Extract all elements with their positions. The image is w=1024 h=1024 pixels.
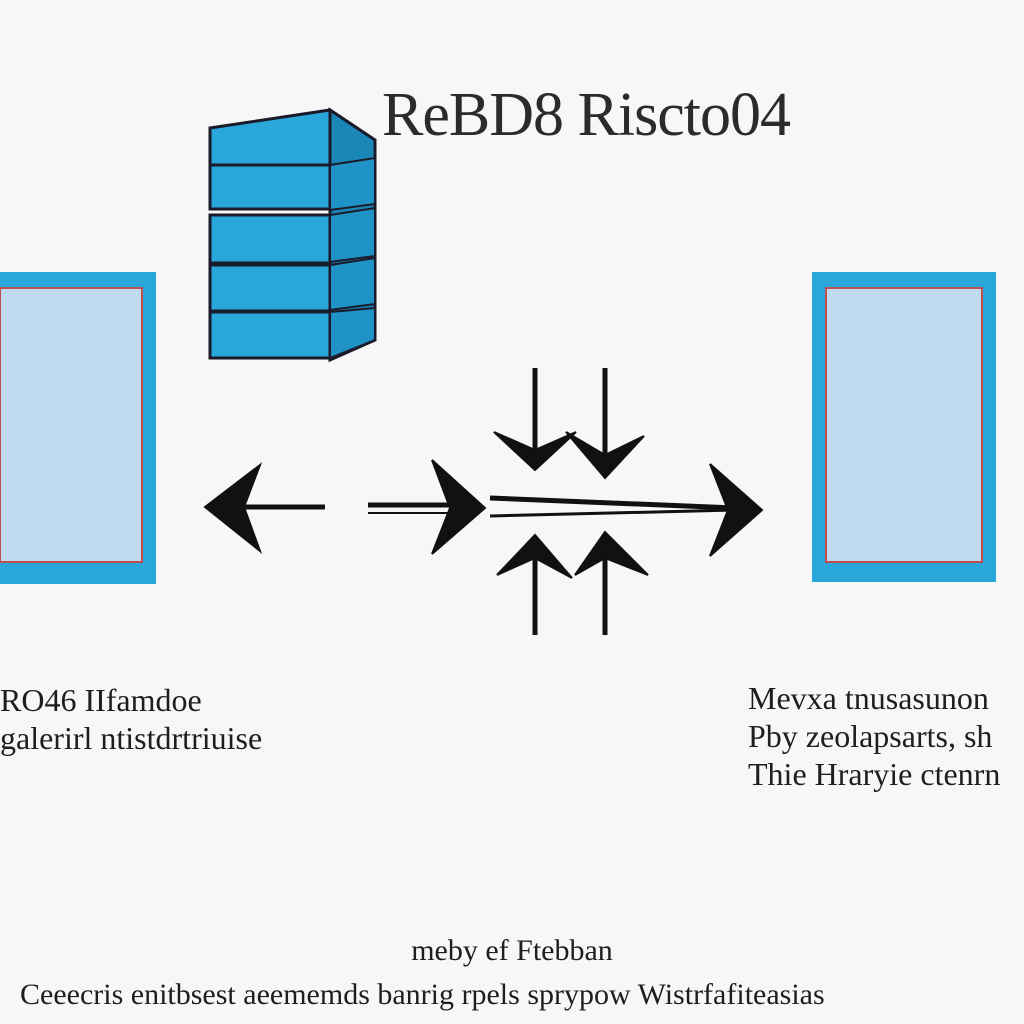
- left-caption: RO46 IIfamdoe galerirl ntistdrtriuise: [0, 682, 262, 758]
- left-panel: [0, 272, 156, 584]
- arrow-down-icon: [493, 368, 645, 480]
- right-caption: Mevxa tnusasunon Pby zeolapsarts, sh Thi…: [748, 680, 1000, 793]
- left-caption-line-1: RO46 IIfamdoe: [0, 682, 202, 718]
- right-caption-line-2: Pby zeolapsarts, sh: [748, 717, 993, 754]
- right-panel: [812, 272, 996, 582]
- diagram-title: ReBD8 Riscto04: [382, 81, 791, 149]
- right-caption-line-1: Mevxa tnusasunon: [748, 680, 989, 716]
- right-caption-line-3: Thie Hraryie ctenrn: [748, 755, 1001, 792]
- left-caption-line-2: galerirl ntistdrtriuise: [0, 719, 263, 756]
- arrow-left-icon: [203, 462, 325, 555]
- arrow-up-icon: [496, 530, 649, 635]
- footer-line-1: meby ef Ftebban: [411, 934, 613, 967]
- footer-line-2: Ceeecris enitbsest aeememds banrig rpels…: [20, 978, 825, 1011]
- arrow-right-icon: [368, 459, 764, 557]
- server-stack-icon: [208, 107, 377, 363]
